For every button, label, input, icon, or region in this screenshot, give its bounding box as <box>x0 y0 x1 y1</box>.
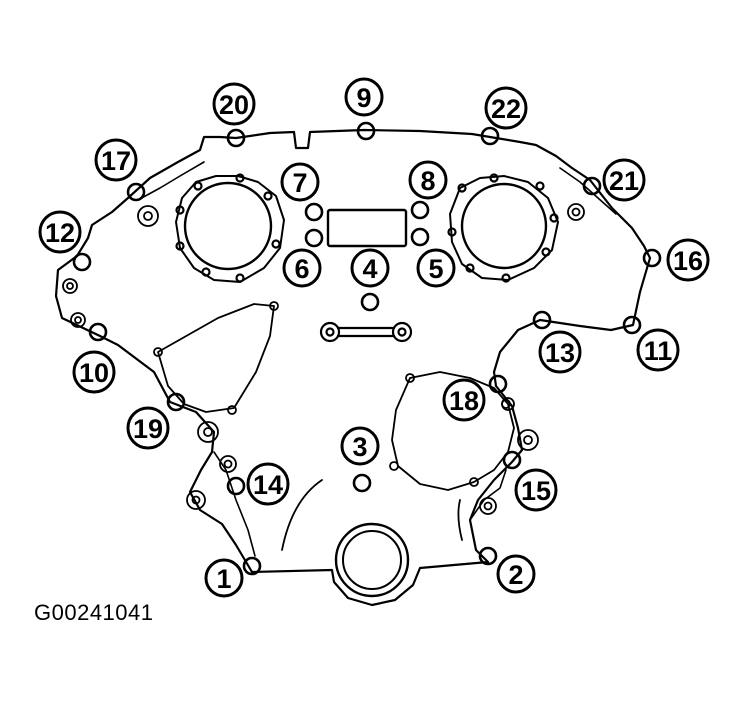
bolt-hole-20 <box>226 128 246 148</box>
callout-7: 7 <box>280 162 320 202</box>
svg-text:6: 6 <box>294 254 309 284</box>
callout-8: 8 <box>408 160 448 200</box>
bolt-hole-11 <box>622 315 642 335</box>
callout-15: 15 <box>514 468 558 512</box>
bolt-hole-7 <box>304 202 324 222</box>
bolt-hole-13 <box>532 310 552 330</box>
svg-text:8: 8 <box>420 166 435 196</box>
svg-text:12: 12 <box>45 218 75 248</box>
callout-1: 1 <box>204 558 244 598</box>
bolt-hole-19 <box>166 392 186 412</box>
bolt-hole-22 <box>480 126 500 146</box>
callout-14: 14 <box>246 462 290 506</box>
figure-id: G00241041 <box>34 600 154 625</box>
svg-text:9: 9 <box>356 83 371 113</box>
callout-22: 22 <box>484 86 528 130</box>
lower-arc <box>281 479 323 551</box>
bolt-hole-21 <box>582 176 602 196</box>
callout-9: 9 <box>344 77 384 117</box>
bolt-hole-17 <box>126 182 146 202</box>
svg-text:16: 16 <box>673 246 703 276</box>
callout-17: 17 <box>94 138 138 182</box>
bolt-hole-18 <box>488 374 508 394</box>
callout-3: 3 <box>340 426 380 466</box>
bolt-hole-3 <box>352 473 372 493</box>
dowel-features <box>62 203 585 515</box>
bolt-hole-15 <box>502 450 522 470</box>
svg-text:15: 15 <box>521 476 551 506</box>
callout-19: 19 <box>126 406 170 450</box>
svg-text:1: 1 <box>216 564 231 594</box>
svg-text:7: 7 <box>292 168 307 198</box>
crankshaft-seal-bore <box>334 522 410 598</box>
bolt-hole-10 <box>88 322 108 342</box>
callout-10: 10 <box>72 350 116 394</box>
bolt-hole-4 <box>360 292 380 312</box>
callout-2: 2 <box>496 554 536 594</box>
callout-12: 12 <box>38 210 82 254</box>
center-plate <box>326 208 408 248</box>
callout-5: 5 <box>416 248 456 288</box>
center-link <box>319 321 413 343</box>
bolt-hole-2 <box>478 546 498 566</box>
bolt-hole-16 <box>642 248 662 268</box>
bolt-hole-6 <box>304 228 324 248</box>
callout-4: 4 <box>350 248 390 288</box>
lower-arc-right <box>457 499 463 541</box>
svg-text:22: 22 <box>491 94 521 124</box>
cover-outline <box>54 128 652 607</box>
callout-18: 18 <box>442 378 486 422</box>
right-cam-bore <box>447 173 559 283</box>
bolt-hole-8 <box>410 200 430 220</box>
callout-6: 6 <box>282 248 322 288</box>
bolt-hole-1 <box>242 556 262 576</box>
callout-16: 16 <box>666 238 710 282</box>
svg-text:14: 14 <box>253 470 283 500</box>
callout-13: 13 <box>538 330 582 374</box>
svg-text:5: 5 <box>428 254 443 284</box>
bolt-hole-9 <box>356 121 376 141</box>
svg-text:13: 13 <box>545 338 575 368</box>
svg-text:2: 2 <box>508 560 523 590</box>
svg-text:10: 10 <box>79 358 109 388</box>
right-gasket-outline <box>391 371 515 491</box>
callout-11: 11 <box>636 328 680 372</box>
svg-text:20: 20 <box>219 90 249 120</box>
svg-text:3: 3 <box>352 432 367 462</box>
svg-text:17: 17 <box>101 146 131 176</box>
bolt-hole-14 <box>226 476 246 496</box>
bolt-holes <box>72 121 662 576</box>
svg-text:11: 11 <box>644 336 673 366</box>
svg-text:18: 18 <box>449 386 479 416</box>
callout-20: 20 <box>212 82 256 126</box>
svg-text:4: 4 <box>362 254 377 284</box>
svg-text:19: 19 <box>133 414 163 444</box>
svg-text:21: 21 <box>609 166 639 196</box>
left-cam-bore <box>175 173 285 283</box>
left-gasket-outline <box>157 303 275 413</box>
bolt-hole-12 <box>72 252 92 272</box>
callout-21: 21 <box>602 158 646 202</box>
cover-inner-line <box>137 161 617 557</box>
bolt-hole-5 <box>410 227 430 247</box>
callouts: 1 2 3 4 5 6 7 8 9 10 11 12 13 14 15 16 1… <box>38 77 710 598</box>
